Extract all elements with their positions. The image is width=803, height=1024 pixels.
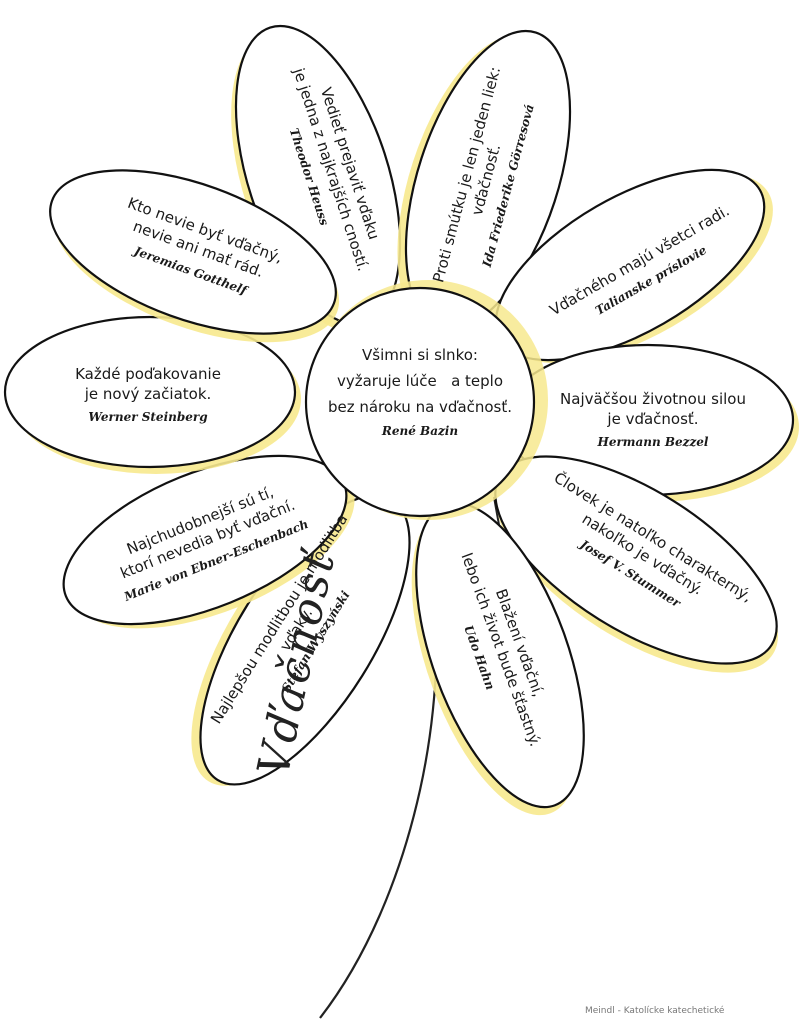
petal-9-line-1: Každé poďakovanie [75,365,221,383]
petal-quote-4: Najväčšou životnou silou je vďačnosť. He… [560,389,746,451]
center-line-3: bez nároku na vďačnosť. [327,398,513,416]
petal-8 [62,454,355,629]
center-line-1: Všimni si slnko: [362,346,478,364]
petal-4-line-1: Najväčšou životnou silou [560,390,746,408]
petal-9 [3,315,301,474]
center-quote: Všimni si slnko: vyžaruje lúče a teplo b… [305,342,535,442]
footer-text: Meindl - Katolícke katechetické [585,1006,725,1016]
center-author: René Bazin [381,424,459,438]
center-line-2: vyžaruje lúče a teplo [336,372,504,390]
petal-quote-9: Každé poďakovanie je nový začiatok. Wern… [75,364,221,426]
petal-4-line-2: je vďačnosť. [607,410,699,428]
petal-9-line-2: je nový začiatok. [84,385,212,403]
petal-shapes [3,24,799,816]
petal-2 [397,29,572,333]
petal-9-author: Werner Steinberg [88,410,208,424]
petal-10 [49,169,340,343]
petal-4-author: Hermann Bezzel [597,435,709,449]
center-disc [304,280,548,520]
